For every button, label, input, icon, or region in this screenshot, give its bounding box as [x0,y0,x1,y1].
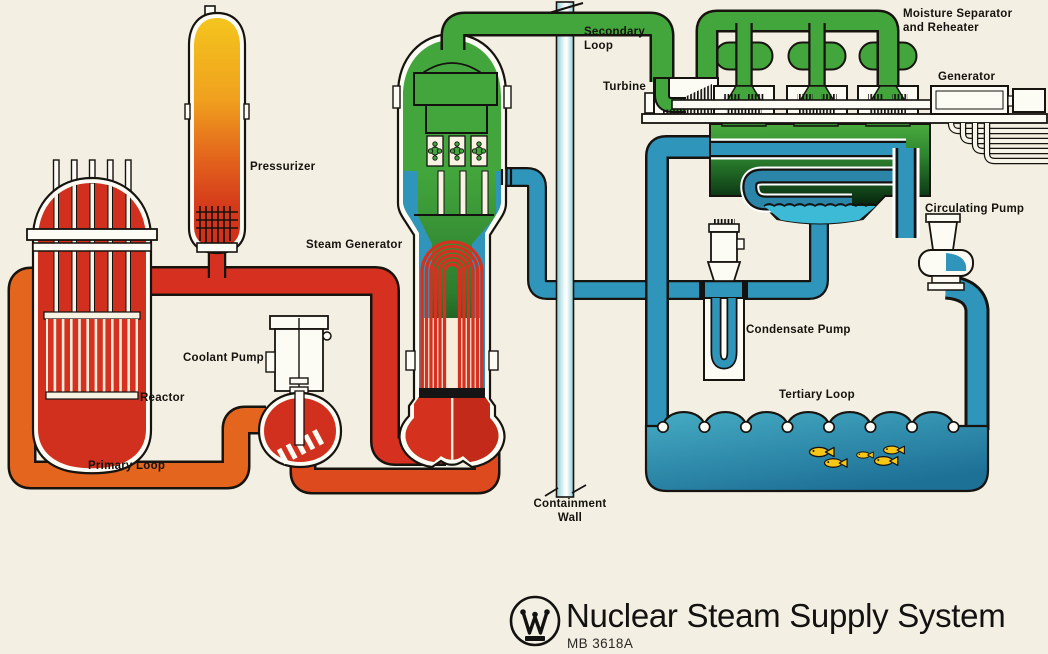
label-turbine: Turbine [603,81,647,93]
reactor-core [48,319,136,393]
turbine-shaft [671,99,933,110]
label-condensate-pump: Condensate Pump [746,324,851,336]
fish-icon [823,458,848,468]
label-steam-generator: Steam Generator [306,239,403,251]
westinghouse-logo-icon [509,595,561,647]
label-reactor: Reactor [140,392,185,404]
fish-icon [883,445,905,455]
feedwater-condensate-line [500,167,829,300]
power-lines [947,122,1048,165]
fish-icon [856,451,874,459]
containment-wall [544,1,587,498]
fish-icon [873,456,899,466]
circulating-pump [918,213,974,291]
label-containment-wall: Containment Wall [533,498,607,524]
pressurizer-heaters [196,206,238,245]
turbine-baseplate [641,113,1048,124]
label-circulating-pump: Circulating Pump [925,203,1025,215]
circulating-water-return-pipe [645,135,714,432]
part-number: MB 3618A [567,636,634,651]
wave-curls [656,420,960,434]
sg-swirl-separators [426,135,488,167]
label-coolant-pump: Coolant Pump [183,352,264,364]
main-steam-line [440,11,675,82]
label-tertiary-loop: Tertiary Loop [779,389,855,401]
label-secondary-loop: Secondary Loop [584,26,646,52]
core-upper-plate [43,311,141,320]
sg-u-tubes [420,240,484,390]
core-lower-plate [45,391,139,400]
label-generator: Generator [938,71,996,83]
fish-icon [808,446,835,458]
label-primary-loop: Primary Loop [88,460,166,472]
reactor-coolant-pump [257,315,343,469]
condensate-pump [699,219,748,381]
generator [930,85,1046,115]
condenser [709,123,931,238]
label-pressurizer: Pressurizer [250,161,316,173]
exciter [1012,88,1046,113]
pressurizer-vessel [184,5,250,255]
label-moisture-separator: Moisture Separator and Reheater [903,8,1013,34]
condenser-cooling-tubes [711,138,920,238]
steam-generator-vessel [392,25,512,469]
turbine-generator-train [641,9,1048,165]
reheat-steam-header [695,9,900,90]
condenser-hotwell [764,206,876,224]
primary-loop-piping [7,248,501,495]
reactor-vessel [26,159,158,475]
page-title: Nuclear Steam Supply System [566,597,1006,634]
